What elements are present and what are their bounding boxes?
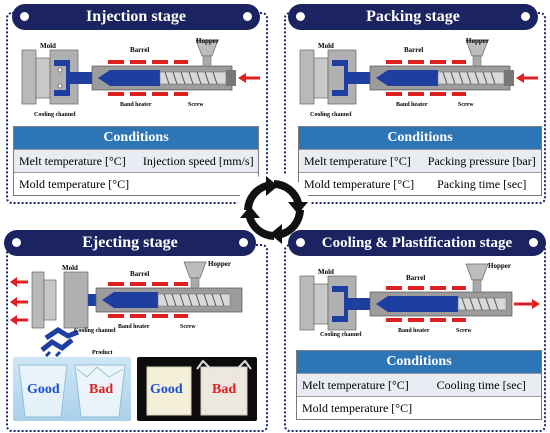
- cycle-arrows-icon: [237, 173, 311, 247]
- banner-dot-left: [296, 12, 305, 21]
- band-heater-label: Band heater: [120, 102, 152, 108]
- banner-dot-right: [529, 238, 538, 247]
- bad-label: Bad: [89, 382, 114, 397]
- hopper-label: Hopper: [208, 260, 231, 268]
- ejecting-machine-illustration: Mold Barrel Hopper Cooling channel Band …: [10, 260, 243, 356]
- barrel-label: Barrel: [406, 274, 425, 282]
- banner-dot-right: [243, 12, 252, 21]
- packing-conditions-table: Conditions Melt temperature [°C] Packing…: [298, 126, 542, 196]
- cooling-conditions-table: Conditions Melt temperature [°C] Cooling…: [296, 350, 542, 420]
- hopper-label: Hopper: [466, 37, 489, 45]
- table-cell: Packing time [sec]: [437, 176, 527, 191]
- banner-dot-right: [239, 238, 248, 247]
- injection-title: Injection stage: [86, 8, 186, 25]
- conditions-header: Conditions: [297, 351, 541, 373]
- cooling-title: Cooling & Plastification stage: [321, 234, 513, 251]
- table-cell: Mold temperature [°C]: [304, 176, 415, 191]
- ejecting-title-banner: Ejecting stage: [4, 230, 256, 256]
- table-row: Melt temperature [°C] Cooling time [sec]: [297, 373, 541, 396]
- table-cell: Packing pressure [bar]: [427, 153, 536, 168]
- hopper-label: Hopper: [488, 262, 511, 270]
- table-row: Melt temperature [°C] Packing pressure […: [299, 149, 541, 172]
- mold-label: Mold: [62, 264, 78, 272]
- table-row: Mold temperature [°C]: [297, 396, 541, 419]
- band-heater-label: Band heater: [398, 328, 430, 334]
- cups-illustration: [18, 364, 126, 418]
- band-heater-label: Band heater: [118, 324, 150, 330]
- cooling-channel-label: Cooling channel: [34, 112, 76, 118]
- injection-machine-illustration: Mold Barrel Hopper Cooling channel Band …: [21, 37, 260, 118]
- table-row: Melt temperature [°C] Injection speed [m…: [14, 149, 258, 172]
- cooling-channel-label: Cooling channel: [320, 332, 362, 338]
- cup-photo: Good Bad: [13, 357, 131, 421]
- cooling-machine-illustration: Mold Barrel Hopper Cooling channel Band …: [299, 262, 540, 338]
- blocks-illustration: [146, 359, 252, 416]
- block-photo: Good Bad: [137, 357, 257, 421]
- banner-dot-left: [12, 238, 21, 247]
- barrel-label: Barrel: [404, 46, 423, 54]
- packing-machine-illustration: Mold Barrel Hopper Cooling channel Band …: [299, 37, 538, 118]
- table-row: Mold temperature [°C] Packing time [sec]: [299, 172, 541, 195]
- band-heater-label: Band heater: [396, 102, 428, 108]
- mold-label: Mold: [318, 268, 334, 276]
- ejected-part-icon: [40, 338, 74, 358]
- table-cell: Melt temperature [°C]: [304, 153, 411, 168]
- packing-title-banner: Packing stage: [288, 4, 538, 30]
- cooling-channel-label: Cooling channel: [74, 328, 116, 334]
- table-cell: Melt temperature [°C]: [302, 377, 409, 392]
- screw-label: Screw: [456, 328, 472, 334]
- packing-title: Packing stage: [366, 8, 460, 25]
- screw-label: Screw: [458, 102, 474, 108]
- injection-conditions-table: Conditions Melt temperature [°C] Injecti…: [13, 126, 259, 196]
- conditions-header: Conditions: [299, 127, 541, 149]
- barrel-label: Barrel: [130, 270, 149, 278]
- table-cell: Mold temperature [°C]: [302, 400, 413, 415]
- table-cell: Mold temperature [°C]: [19, 176, 130, 191]
- product-label: Product: [92, 350, 113, 356]
- table-cell: Injection speed [mm/s]: [142, 153, 254, 168]
- table-row: Mold temperature [°C]: [14, 172, 258, 195]
- ejecting-title: Ejecting stage: [82, 234, 178, 251]
- table-cell: Cooling time [sec]: [436, 377, 526, 392]
- cooling-channel-label: Cooling channel: [310, 112, 352, 118]
- barrel-label: Barrel: [130, 46, 149, 54]
- mold-label: Mold: [318, 42, 334, 50]
- good-label: Good: [150, 382, 183, 397]
- table-cell: Melt temperature [°C]: [19, 153, 126, 168]
- cooling-title-banner: Cooling & Plastification stage: [288, 230, 546, 256]
- conditions-header: Conditions: [14, 127, 258, 149]
- mold-label: Mold: [40, 42, 56, 50]
- banner-dot-left: [296, 238, 305, 247]
- good-label: Good: [27, 382, 60, 397]
- screw-label: Screw: [188, 102, 204, 108]
- banner-dot-left: [20, 12, 29, 21]
- hopper-label: Hopper: [196, 37, 219, 45]
- injection-title-banner: Injection stage: [12, 4, 260, 30]
- screw-label: Screw: [180, 324, 196, 330]
- bad-label: Bad: [212, 382, 237, 397]
- banner-dot-right: [521, 12, 530, 21]
